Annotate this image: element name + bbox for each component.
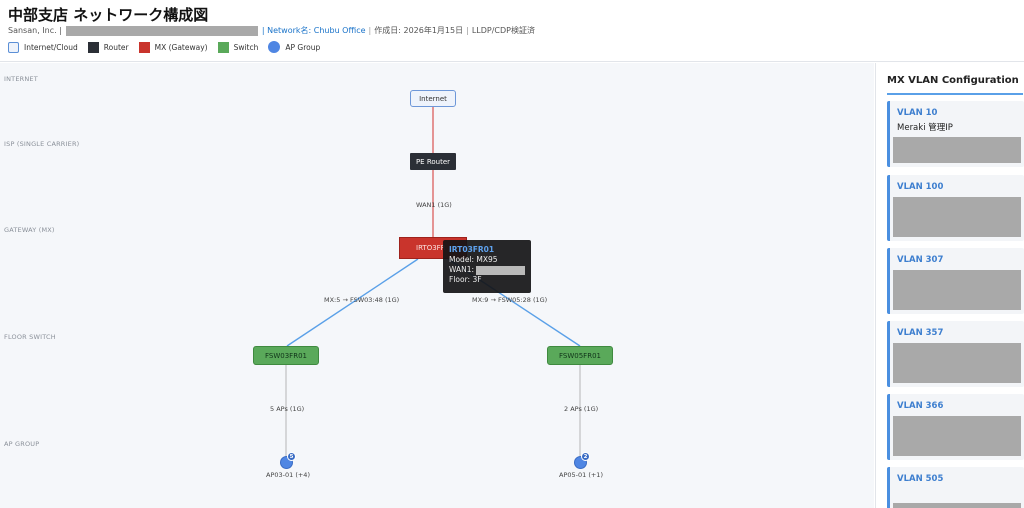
redacted-block — [893, 416, 1021, 456]
vlan-id: VLAN 100 — [897, 182, 944, 192]
legend-label: MX (Gateway) — [154, 42, 208, 52]
page-header: 中部支店 ネットワーク構成図 Sansan, Inc. | | Network名… — [0, 0, 1024, 62]
vlan-card[interactable]: VLAN 357 — [887, 321, 1024, 387]
panel-title: MX VLAN Configuration — [887, 75, 1019, 86]
topology-canvas[interactable]: INTERNET ISP (SINGLE CARRIER) GATEWAY (M… — [0, 63, 874, 508]
tooltip-model: Model: MX95 — [449, 255, 498, 264]
verification-status: LLDP/CDP検証済 — [471, 26, 535, 35]
legend-item-mx: MX (Gateway) — [138, 41, 208, 53]
mx-node-label: IRTO3FR — [416, 244, 446, 252]
mx-switch1-link — [286, 258, 419, 347]
legend-label: Internet/Cloud — [24, 42, 78, 52]
tier-label-isp: ISP (SINGLE CARRIER) — [4, 140, 80, 148]
vlan-id: VLAN 366 — [897, 401, 944, 411]
ap-group-label: AP03-01 (+4) — [266, 471, 310, 479]
internet-node[interactable]: Internet — [410, 90, 456, 107]
redacted-block — [893, 137, 1021, 163]
tooltip-wan-row: WAN1: — [449, 265, 525, 275]
network-name-link[interactable]: | Network名: Chubu Office — [261, 26, 366, 35]
cloud-icon — [8, 41, 19, 53]
router-icon — [87, 41, 99, 53]
mx-switch1-link-label: MX:5 → FSW03:48 (1G) — [324, 296, 400, 304]
tooltip-wan-label: WAN1: — [449, 265, 475, 274]
legend: Internet/Cloud Router MX (Gateway) Switc… — [8, 41, 330, 53]
node-tooltip: IRT03FR01 Model: MX95 WAN1: Floor: 3F — [443, 240, 531, 293]
legend-item-switch: Switch — [217, 41, 259, 53]
vlan-id: VLAN 505 — [897, 474, 944, 484]
vlan-card[interactable]: VLAN 505 — [887, 467, 1024, 508]
ap-count-badge: 5 — [287, 452, 296, 461]
ap-group-label: AP05-01 (+1) — [559, 471, 603, 479]
tooltip-title: IRT03FR01 — [449, 245, 495, 254]
separator: | — [466, 26, 469, 35]
redacted-block — [893, 270, 1021, 310]
switch1-ap-link-label: 5 APs (1G) — [270, 405, 305, 413]
pe-router-node[interactable]: PE Router — [410, 153, 456, 170]
link-layer — [285, 107, 581, 456]
panel-divider — [887, 93, 1023, 95]
wan-link-label: WAN1 (1G) — [416, 201, 452, 209]
header-meta: Sansan, Inc. | | Network名: Chubu Office … — [8, 25, 535, 36]
vlan-panel[interactable]: MX VLAN Configuration VLAN 10 Meraki 管理I… — [875, 63, 1024, 508]
separator: | — [368, 26, 372, 35]
vlan-card[interactable]: VLAN 307 — [887, 248, 1024, 314]
mx-switch2-link-label: MX:9 → FSW05:28 (1G) — [472, 296, 548, 304]
tier-label-gateway: GATEWAY (MX) — [4, 226, 55, 234]
vlan-id: VLAN 357 — [897, 328, 944, 338]
ap-group-icon — [268, 41, 281, 53]
vlan-card[interactable]: VLAN 366 — [887, 394, 1024, 460]
page-title: 中部支店 ネットワーク構成図 — [8, 6, 209, 24]
ap-count-badge: 2 — [581, 452, 590, 461]
legend-item-ap-group: AP Group — [268, 41, 320, 53]
mx-gateway-icon — [138, 41, 150, 53]
vlan-id: VLAN 10 — [897, 108, 938, 118]
redacted-block — [893, 197, 1021, 237]
tier-label-ap-group: AP GROUP — [4, 440, 40, 448]
vlan-card[interactable]: VLAN 10 Meraki 管理IP — [887, 101, 1024, 167]
company-name: Sansan, Inc. | — [8, 26, 62, 35]
tooltip-floor: Floor: 3F — [449, 275, 482, 284]
legend-item-internet: Internet/Cloud — [8, 41, 78, 53]
redacted-block — [893, 503, 1021, 508]
switch-node-fsw05[interactable]: FSW05FR01 — [547, 346, 613, 365]
legend-label: Switch — [233, 42, 259, 52]
redacted-block — [476, 265, 525, 275]
vlan-id: VLAN 307 — [897, 255, 944, 265]
legend-label: Router — [103, 42, 129, 52]
switch-node-fsw03[interactable]: FSW03FR01 — [253, 346, 319, 365]
legend-label: AP Group — [285, 42, 321, 52]
redacted-block — [65, 25, 258, 36]
switch2-ap-link-label: 2 APs (1G) — [564, 405, 599, 413]
tier-label-internet: INTERNET — [4, 75, 38, 83]
legend-item-router: Router — [87, 41, 129, 53]
tier-label-floor-switch: FLOOR SWITCH — [4, 333, 56, 341]
created-date: 作成日: 2026年1月15日 — [374, 26, 464, 35]
redacted-block — [893, 343, 1021, 383]
vlan-card[interactable]: VLAN 100 — [887, 175, 1024, 241]
vlan-name: Meraki 管理IP — [897, 123, 953, 133]
switch-icon — [217, 41, 229, 53]
